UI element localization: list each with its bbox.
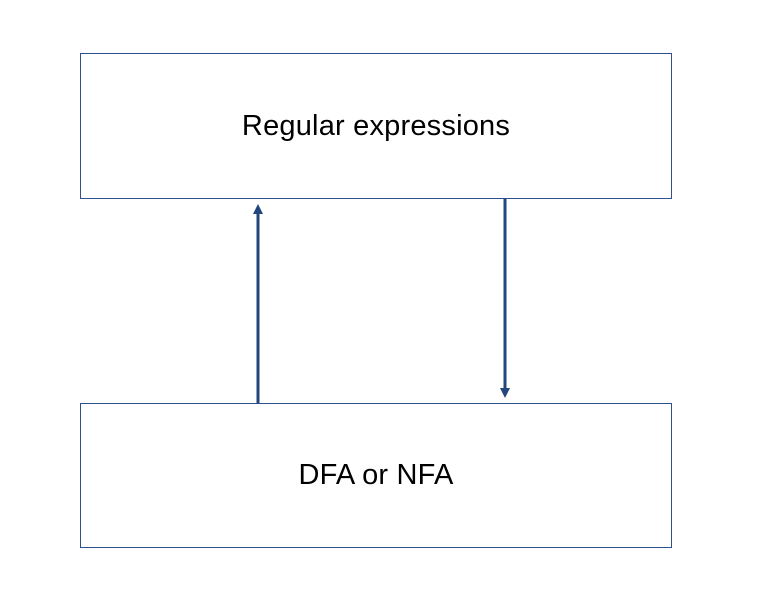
regular-expressions-label: Regular expressions [241,109,511,142]
dfa-or-nfa-box: DFA or NFA [80,403,672,548]
dfa-or-nfa-label: DFA or NFA [298,459,454,491]
regular-expressions-box: Regular expressions [80,53,672,199]
